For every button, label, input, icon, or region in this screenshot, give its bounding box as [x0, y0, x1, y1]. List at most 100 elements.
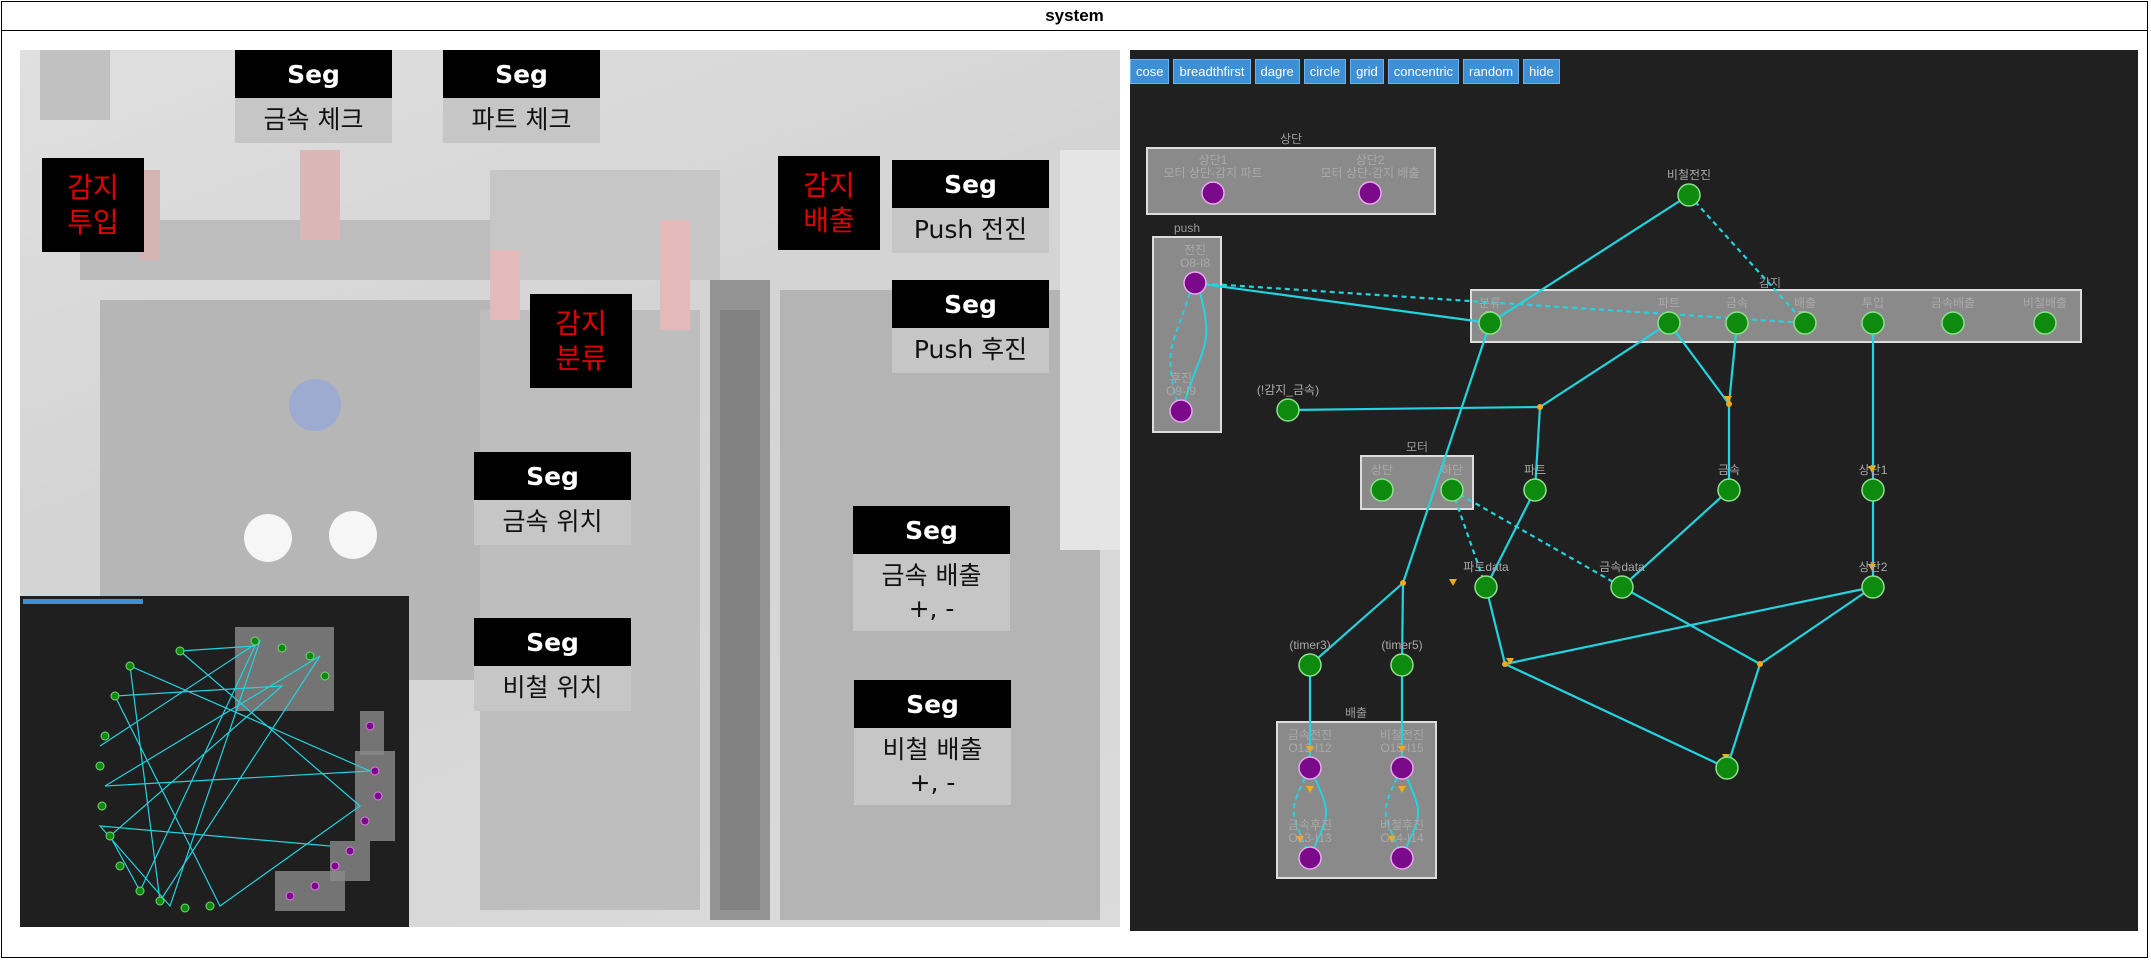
- graph-node-label: 파트: [1524, 463, 1546, 477]
- graph-node-part_data[interactable]: [1474, 575, 1498, 599]
- graph-panel[interactable]: cose breadthfirst dagre circle grid conc…: [1130, 50, 2138, 931]
- graph-node-label: 분류: [1479, 296, 1501, 310]
- graph-node-label: 파트: [1658, 296, 1680, 310]
- layout-cose-button[interactable]: cose: [1130, 59, 1170, 84]
- compound-sangdan[interactable]: [1146, 147, 1436, 215]
- graph-node-bicheol_jeonjin[interactable]: [1677, 183, 1701, 207]
- layout-grid-button[interactable]: grid: [1350, 59, 1384, 84]
- graph-node-g_part[interactable]: [1657, 311, 1681, 335]
- edge-arrowhead: [1757, 661, 1763, 667]
- graph-edge: [1451, 489, 1623, 588]
- graph-node-label: 비철배출: [2023, 296, 2067, 310]
- graph-node-g_metal[interactable]: [1725, 311, 1749, 335]
- seg-label: Push 후진: [892, 328, 1049, 373]
- graph-node-part[interactable]: [1523, 478, 1547, 502]
- graph-node-label: 금속: [1718, 463, 1740, 477]
- graph-node-sd_2[interactable]: [1861, 575, 1885, 599]
- compound-gamji[interactable]: [1470, 289, 2082, 343]
- graph-edge: [1287, 405, 1541, 412]
- compound-push[interactable]: [1152, 236, 1222, 433]
- seg-metal-check: Seg 금속 체크: [235, 50, 392, 143]
- edge-arrowhead: [1502, 661, 1508, 667]
- graph-node-nf_fwd[interactable]: [1390, 756, 1414, 780]
- graph-node-label: 상단2: [1859, 560, 1888, 574]
- loop-edge: [1184, 292, 1208, 402]
- edge-arrowhead: [1868, 564, 1876, 571]
- compound-label: push: [1174, 221, 1200, 235]
- graph-node-label: 비철전진: [1667, 168, 1711, 182]
- graph-edge: [1688, 194, 1806, 324]
- layout-random-button[interactable]: random: [1463, 59, 1520, 84]
- loop-edge: [1292, 777, 1307, 849]
- seg-header: Seg: [854, 680, 1011, 728]
- layout-dagre-button[interactable]: dagre: [1254, 59, 1300, 84]
- graph-node-label: 배출: [1794, 296, 1816, 310]
- graph-node-label: 금속: [1726, 296, 1748, 310]
- seg-header: Seg: [892, 160, 1049, 208]
- graph-node-push_fwd[interactable]: [1183, 271, 1207, 295]
- seg-part-check: Seg 파트 체크: [443, 50, 600, 143]
- graph-node-sd2[interactable]: [1358, 181, 1382, 205]
- graph-node-g_nf_eject[interactable]: [2033, 311, 2057, 335]
- graph-edge: [1725, 663, 1762, 769]
- graph-node-timer5[interactable]: [1390, 653, 1414, 677]
- seg-header: Seg: [892, 280, 1049, 328]
- loop-edge: [1313, 777, 1328, 849]
- graph-node-final[interactable]: [1715, 756, 1739, 780]
- graph-node-metal_back[interactable]: [1298, 846, 1322, 870]
- graph-node-label: 투입: [1862, 296, 1884, 310]
- compound-label: 배출: [1345, 706, 1367, 720]
- graph-node-metal[interactable]: [1717, 478, 1741, 502]
- graph-node-g_eject[interactable]: [1793, 311, 1817, 335]
- edge-arrowhead: [1449, 579, 1457, 586]
- compound-label: 상단: [1280, 132, 1302, 146]
- graph-node-nf_back[interactable]: [1390, 846, 1414, 870]
- graph-node-timer3[interactable]: [1298, 653, 1322, 677]
- layout-toolbar: cose breadthfirst dagre circle grid conc…: [1130, 59, 1560, 84]
- graph-edge: [1539, 322, 1670, 408]
- graph-edge: [1533, 406, 1542, 491]
- graph-node-metal_data[interactable]: [1610, 575, 1634, 599]
- graph-node-sd_1[interactable]: [1861, 478, 1885, 502]
- graph-thumbnail[interactable]: [20, 596, 409, 927]
- graph-node-g_bunryu[interactable]: [1478, 311, 1502, 335]
- graph-node-metal_fwd[interactable]: [1298, 756, 1322, 780]
- loop-edge: [1405, 777, 1420, 849]
- graph-node-label: (timer3): [1289, 638, 1330, 652]
- graph-node-g_input[interactable]: [1861, 311, 1885, 335]
- edge-arrowhead: [1306, 786, 1314, 793]
- hide-button[interactable]: hide: [1523, 59, 1560, 84]
- seg-header: Seg: [474, 452, 631, 500]
- thumbnail-graph: [23, 599, 395, 913]
- graph-node-sd1[interactable]: [1201, 181, 1225, 205]
- seg-label: 금속 위치: [474, 500, 631, 545]
- graph-edge: [1668, 322, 1730, 405]
- graph-node-m_top[interactable]: [1370, 478, 1394, 502]
- graph-node-m_bottom[interactable]: [1440, 478, 1464, 502]
- graph-edge: [1504, 585, 1874, 666]
- graph-node-g_metal_eject[interactable]: [1941, 311, 1965, 335]
- graph-edge: [1450, 489, 1488, 588]
- graph-node-label: (!감지_금속): [1257, 383, 1319, 397]
- graph-node-push_back[interactable]: [1169, 399, 1193, 423]
- seg-nonferrous-position: Seg 비철 위치: [474, 618, 631, 711]
- layout-breadthfirst-button[interactable]: breadthfirst: [1173, 59, 1251, 84]
- compound-label: 모터: [1406, 440, 1428, 454]
- edge-arrowhead: [1726, 401, 1732, 407]
- graph-node-label: 상단1: [1859, 463, 1888, 477]
- graph-node-gamji_metal[interactable]: [1276, 398, 1300, 422]
- edge-arrowhead: [1296, 836, 1304, 843]
- layout-concentric-button[interactable]: concentric: [1387, 59, 1460, 84]
- edge-arrowhead: [1868, 466, 1876, 473]
- graph-edge: [1504, 663, 1728, 769]
- edge-arrowhead: [1724, 396, 1732, 403]
- layout-circle-button[interactable]: circle: [1303, 59, 1347, 84]
- seg-header: Seg: [853, 506, 1010, 554]
- graph-edge: [1194, 281, 1806, 325]
